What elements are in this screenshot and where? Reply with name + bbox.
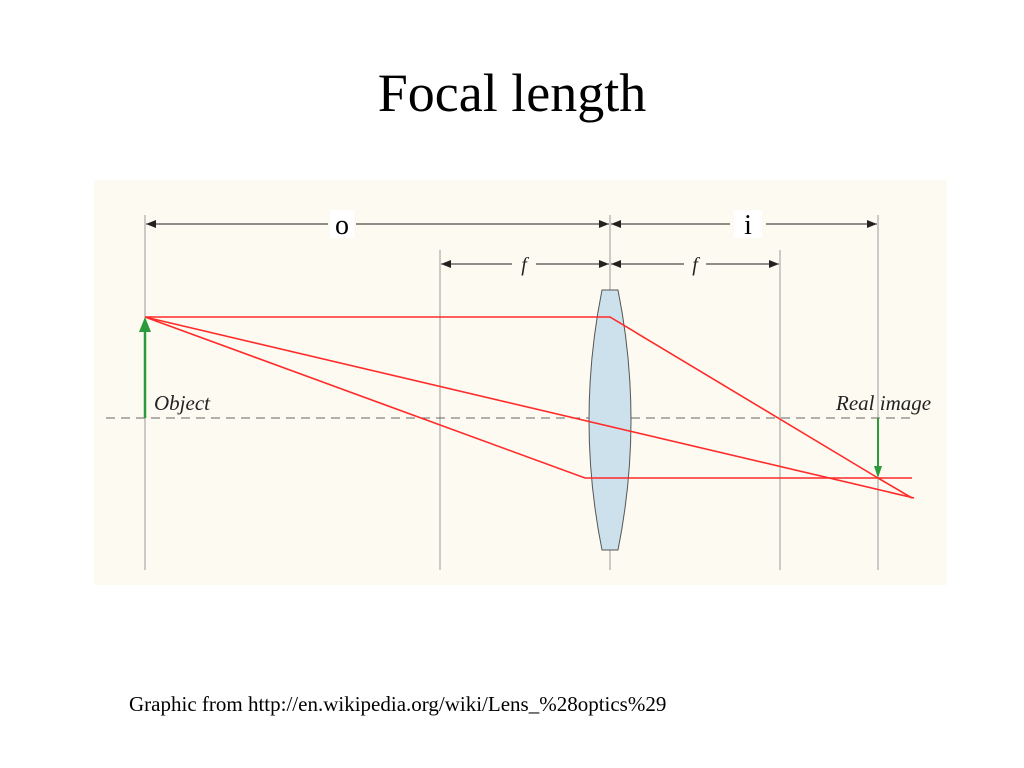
label-focal-right: f: [692, 254, 700, 276]
label-o-bg: [330, 210, 354, 238]
label-image-distance: i: [744, 210, 752, 241]
lens-diagram: o i f f Object Real image: [94, 180, 947, 585]
lens: [588, 289, 632, 551]
label-object-distance: o: [335, 210, 349, 241]
label-i-bg: [734, 210, 762, 238]
ray-focal: [144, 316, 912, 479]
slide-title: Focal length: [377, 63, 647, 123]
label-object: Object: [154, 391, 211, 415]
object-arrow-head: [139, 317, 151, 332]
image-arrow-head: [874, 466, 882, 478]
label-real-image: Real image: [835, 391, 931, 415]
image-source-caption: Graphic from http://en.wikipedia.org/wik…: [129, 692, 667, 716]
ray-parallel: [145, 316, 879, 479]
rays: [144, 316, 915, 499]
label-focal-left: f: [521, 254, 529, 276]
ray-parallel-extension: [877, 477, 913, 499]
ray-chief: [144, 316, 915, 499]
diagram-background: [94, 180, 947, 585]
